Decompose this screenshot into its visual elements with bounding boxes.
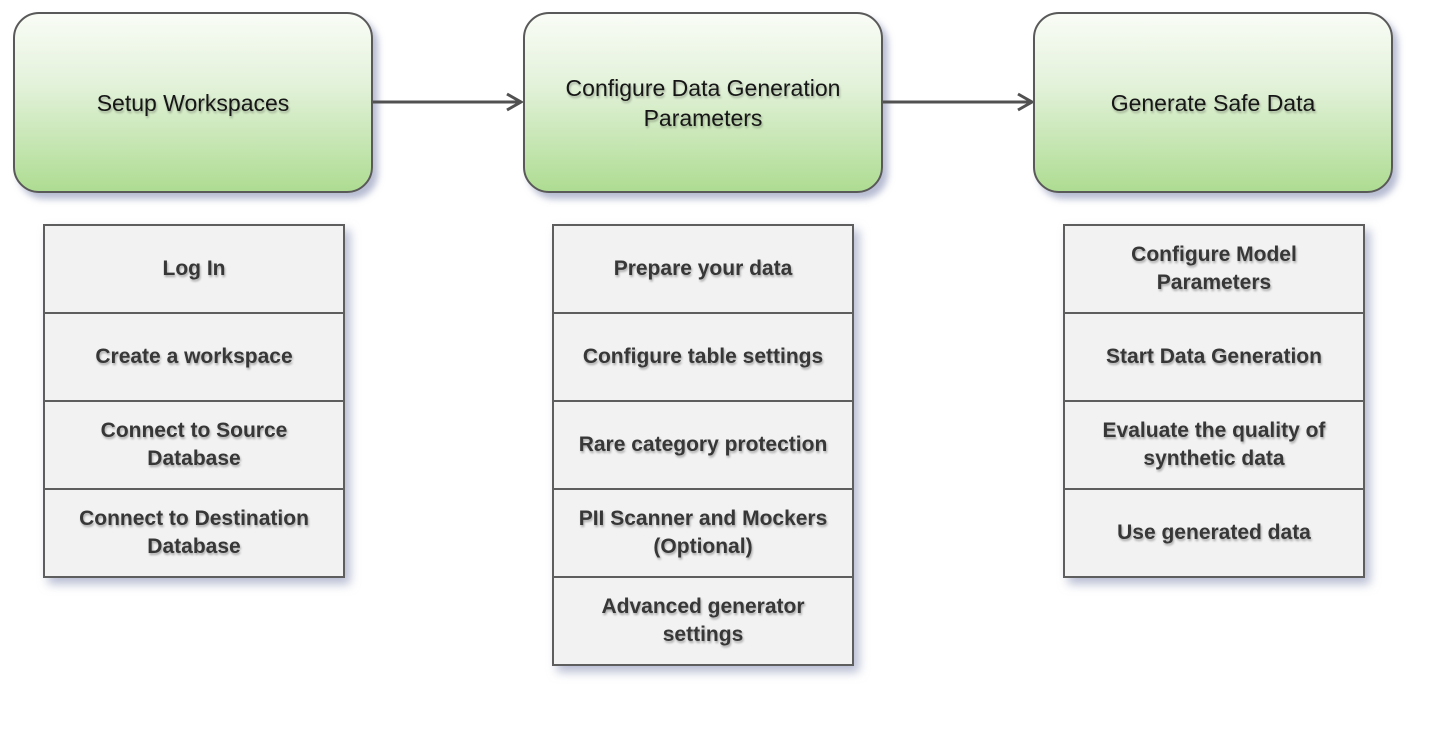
step-evaluate-quality-of-synthetic-data: Evaluate the quality of synthetic data (1063, 400, 1365, 490)
stage-setup-workspaces: Setup Workspaces (13, 12, 373, 193)
step-connect-to-destination-database: Connect to Destination Database (43, 488, 345, 578)
steps-column-generate-safe-data: Configure Model Parameters Start Data Ge… (1063, 224, 1365, 578)
step-label: Configure table settings (582, 345, 824, 368)
step-advanced-generator-settings: Advanced generator settings (552, 576, 854, 666)
stage-generate-safe-data: Generate Safe Data (1033, 12, 1393, 193)
step-log-in: Log In (43, 224, 345, 314)
step-label: Start Data Generation (1106, 345, 1322, 368)
step-label: Log In (162, 257, 226, 280)
stage-title: Setup Workspaces (96, 89, 290, 116)
step-label: Prepare your data (613, 257, 793, 280)
step-rare-category-protection: Rare category protection (552, 400, 854, 490)
stage-configure-data-generation-parameters: Configure Data Generation Parameters (523, 12, 883, 193)
step-label: Connect to Destination Database (79, 507, 309, 558)
step-connect-to-source-database: Connect to Source Database (43, 400, 345, 490)
step-label: Configure Model Parameters (1131, 243, 1297, 294)
step-label: Evaluate the quality of synthetic data (1102, 419, 1326, 470)
step-start-data-generation: Start Data Generation (1063, 312, 1365, 402)
steps-column-configure-data-generation: Prepare your data Configure table settin… (552, 224, 854, 666)
step-use-generated-data: Use generated data (1063, 488, 1365, 578)
step-label: Create a workspace (95, 345, 293, 368)
flow-arrow-icon (883, 92, 1036, 112)
step-label: Advanced generator settings (601, 595, 805, 646)
step-pii-scanner-and-mockers: PII Scanner and Mockers (Optional) (552, 488, 854, 578)
stage-title: Generate Safe Data (1110, 89, 1316, 116)
step-configure-model-parameters: Configure Model Parameters (1063, 224, 1365, 314)
step-label: PII Scanner and Mockers (Optional) (578, 507, 828, 558)
step-prepare-your-data: Prepare your data (552, 224, 854, 314)
step-create-a-workspace: Create a workspace (43, 312, 345, 402)
step-configure-table-settings: Configure table settings (552, 312, 854, 402)
steps-column-setup-workspaces: Log In Create a workspace Connect to Sou… (43, 224, 345, 578)
stage-title: Configure Data Generation Parameters (565, 74, 841, 131)
flow-arrow-icon (373, 92, 525, 112)
step-label: Use generated data (1117, 521, 1311, 544)
step-label: Rare category protection (578, 433, 828, 456)
step-label: Connect to Source Database (100, 419, 288, 470)
